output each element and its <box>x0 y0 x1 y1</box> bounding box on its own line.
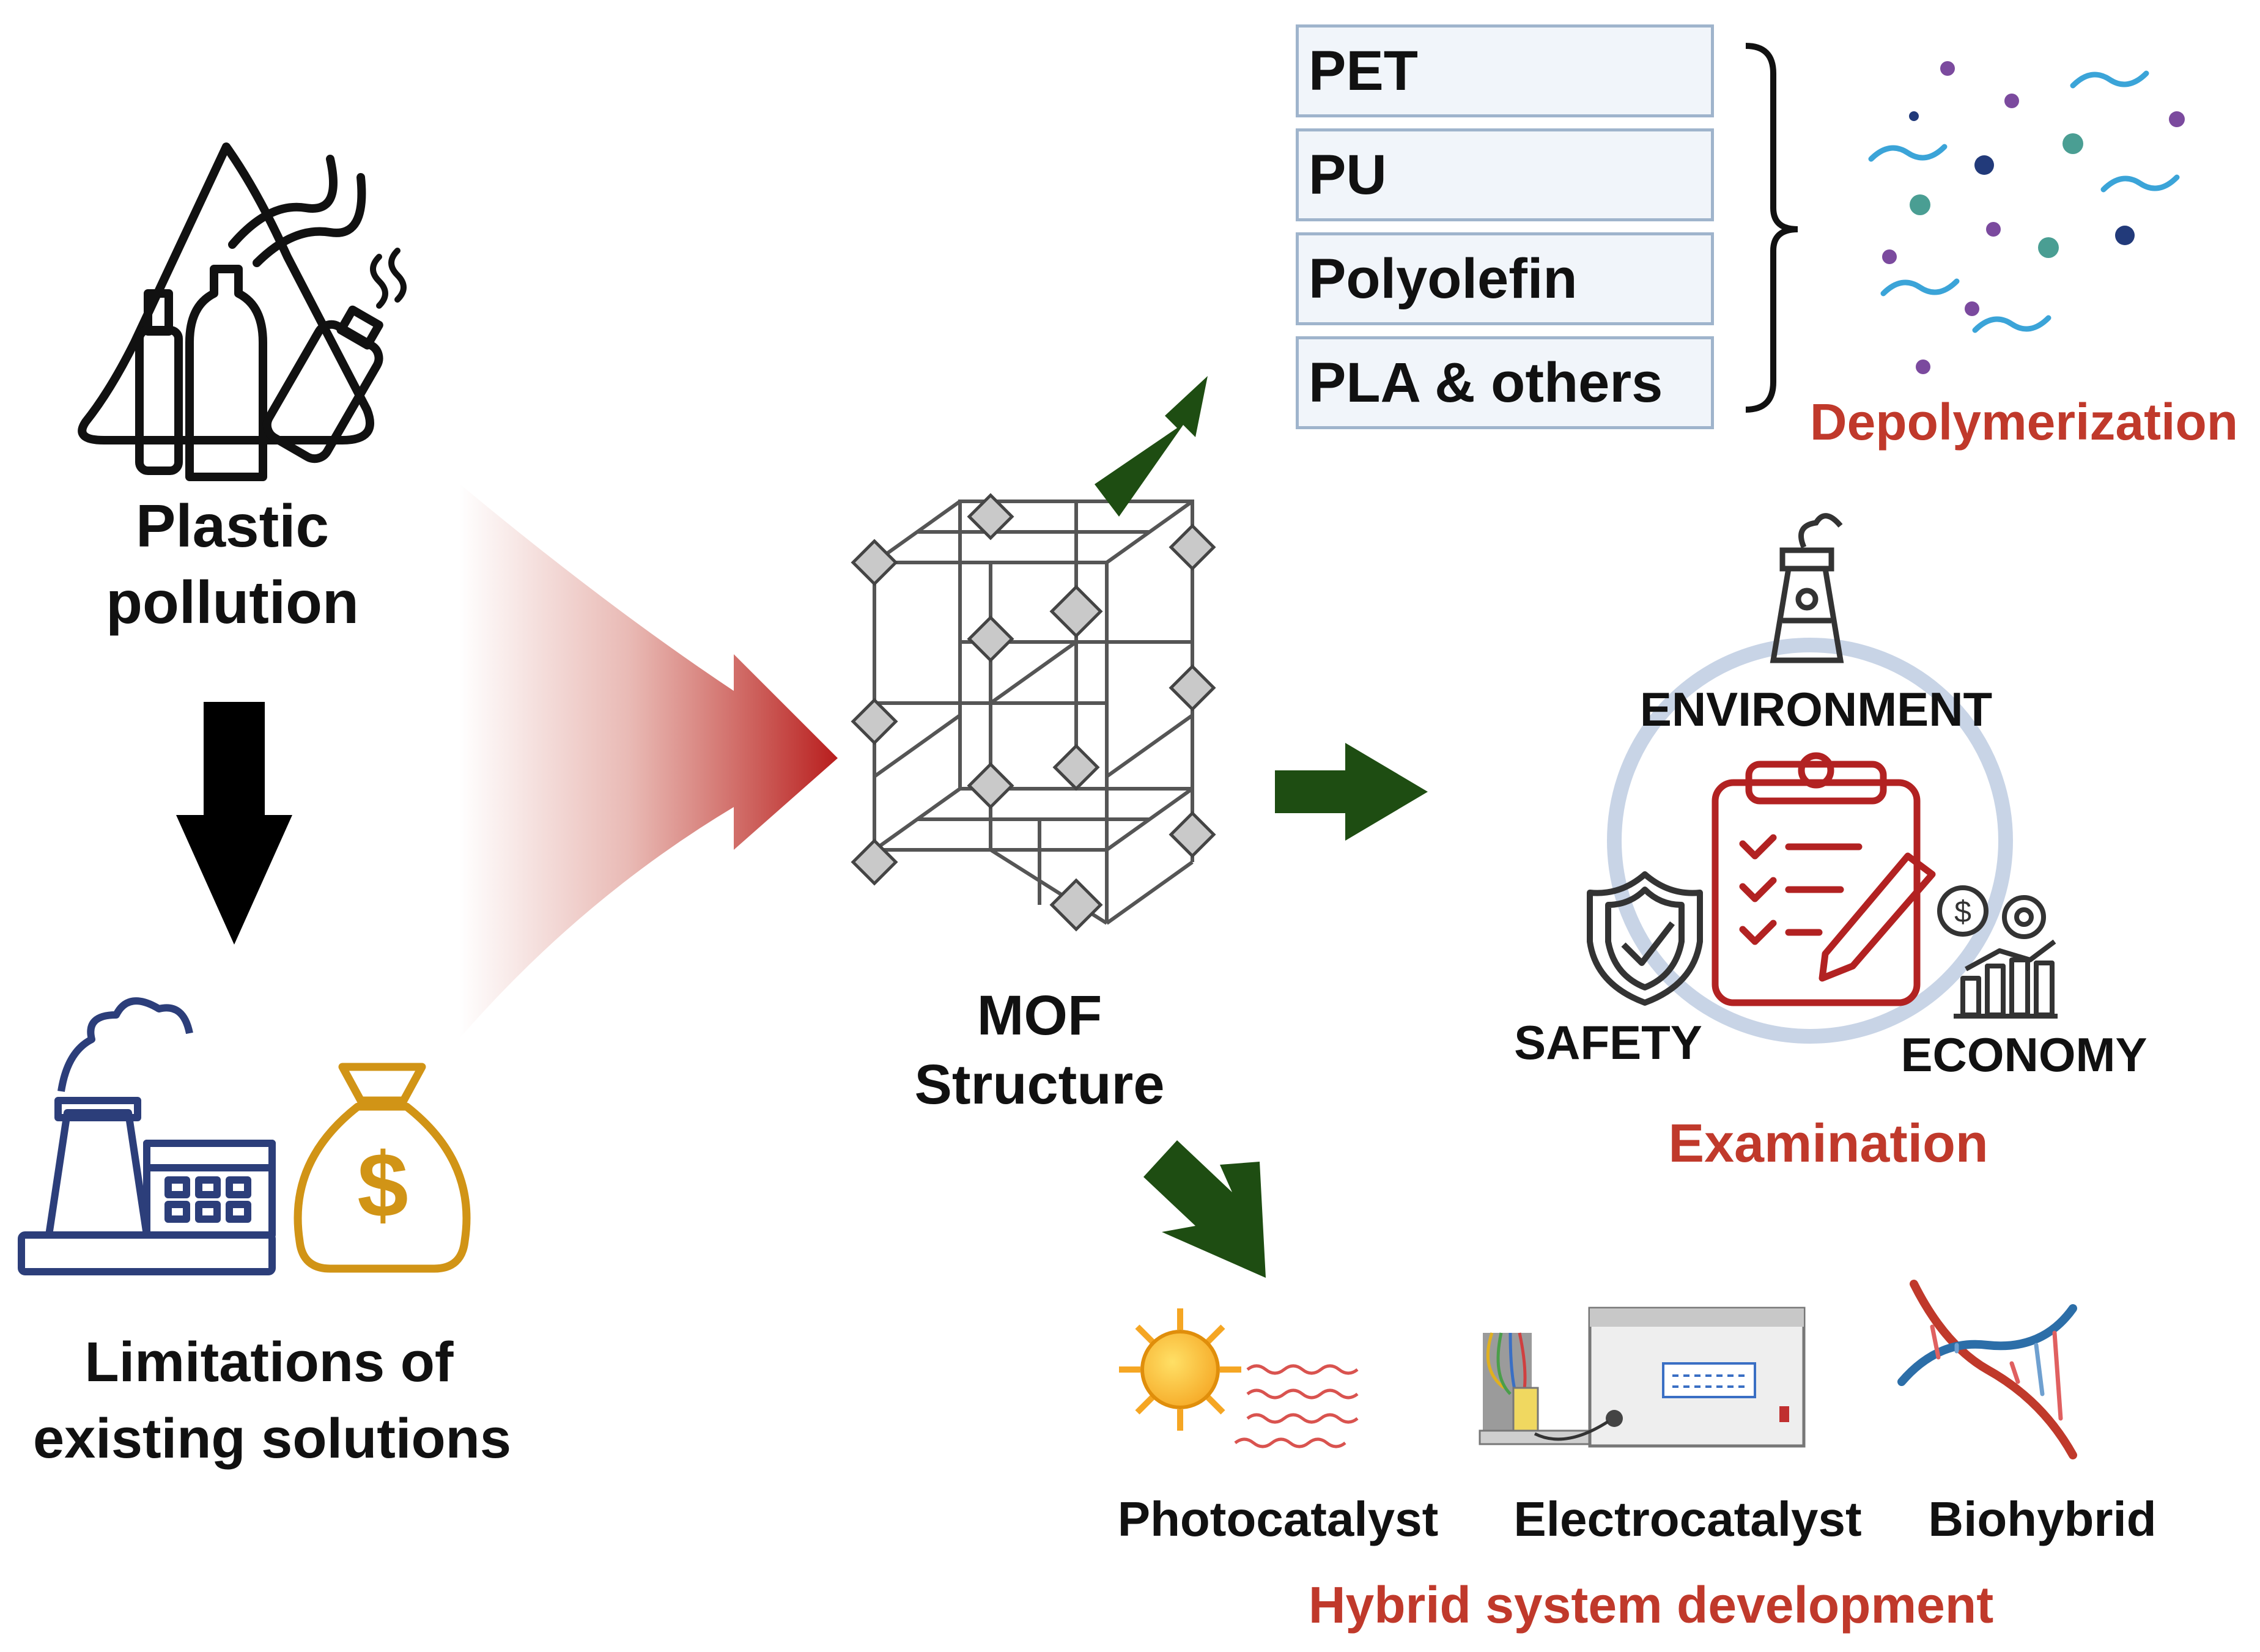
dna-icon <box>1897 1280 2077 1459</box>
arrow-to-depolymerization <box>1095 376 1208 517</box>
money-symbol: $ <box>357 1134 408 1236</box>
biohybrid-label: Biohybrid <box>1928 1492 2157 1546</box>
red-flow-arrow <box>459 483 838 1039</box>
hybrid-system-label: Hybrid system development <box>1308 1576 1994 1634</box>
svg-text:$: $ <box>1954 894 1971 929</box>
money-bag-icon <box>294 1063 471 1273</box>
economy-growth-icon: $ <box>1937 885 2058 1019</box>
arrow-to-examination <box>1275 743 1428 841</box>
polymer-box-pet: PET <box>1296 24 1714 117</box>
photocatalyst-label: Photocatalyst <box>1117 1492 1439 1546</box>
limitations-line1: Limitations of <box>84 1331 454 1393</box>
polymer-box-pu: PU <box>1296 128 1714 221</box>
examination-label: Examination <box>1668 1113 1989 1173</box>
safety-label: SAFETY <box>1514 1016 1702 1069</box>
examination-ring <box>1607 638 2013 1044</box>
clipboard-check-icon <box>1712 752 1936 1006</box>
arrow-to-hybrid <box>1143 1140 1266 1278</box>
environment-label: ENVIRONMENT <box>1639 682 1993 736</box>
plastic-recycling-triangle-icon <box>78 142 407 481</box>
polymer-box-polyolefin: Polyolefin <box>1296 232 1714 325</box>
electrocatalyst-label: Electrocatalyst <box>1513 1492 1862 1546</box>
potentiostat-icon <box>1479 1307 1806 1448</box>
mof-lattice-icon <box>851 493 1216 932</box>
plastic-title-line2: pollution <box>106 569 359 636</box>
particle-scatter-icon <box>1868 61 2185 374</box>
plastic-title-line1: Plastic <box>136 492 329 559</box>
bracket <box>1745 43 1798 413</box>
mof-title-line2: Structure <box>914 1053 1165 1116</box>
power-plant-icon <box>1770 513 1844 663</box>
shield-check-icon <box>1587 871 1703 1006</box>
economy-label: ECONOMY <box>1900 1028 2147 1082</box>
polymer-box-pla-others: PLA & others <box>1296 336 1714 429</box>
factory-icon <box>18 997 276 1275</box>
depolymerization-label: Depolymerization <box>1809 393 2239 451</box>
green-arrows <box>1095 376 1428 1278</box>
sun-icon <box>1119 1308 1359 1448</box>
mof-title-line1: MOF <box>977 984 1102 1047</box>
down-arrow-icon <box>176 702 292 945</box>
limitations-line2: existing solutions <box>32 1407 512 1470</box>
